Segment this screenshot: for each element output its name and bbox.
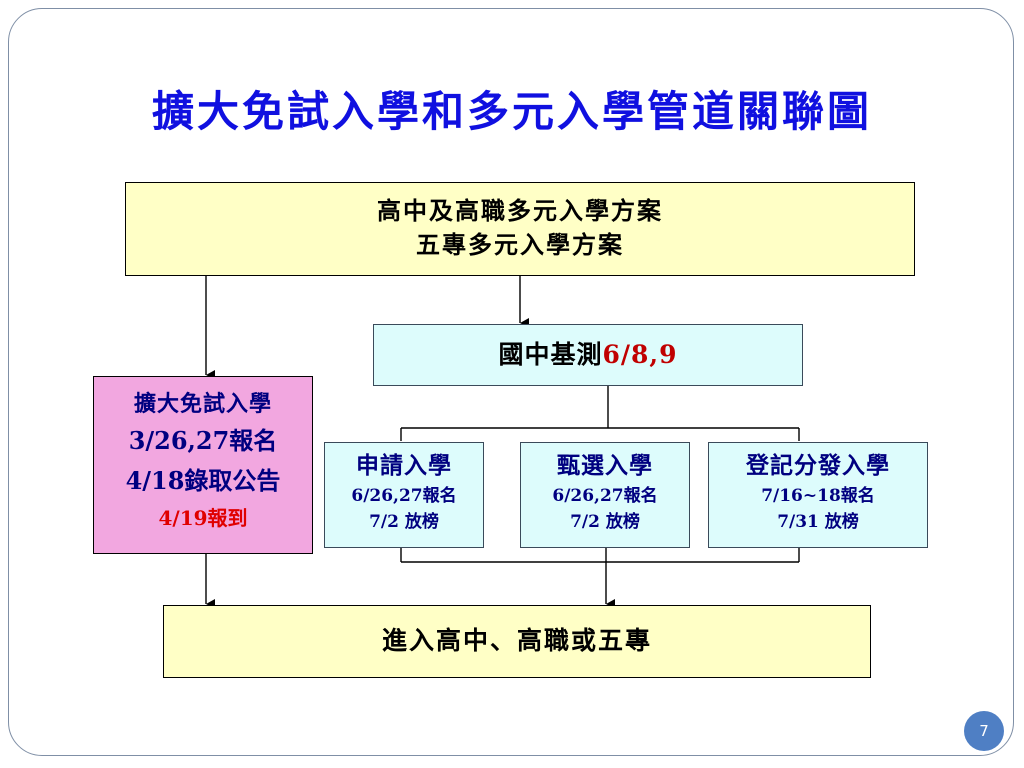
application-register: 6/26,27報名 [351,486,457,506]
free-admission-box: 擴大免試入學 3/26,27報名 4/18錄取公告 4/19報到 [93,376,313,554]
selection-announce: 7/2 放榜 [570,512,640,532]
plan-line-1: 高中及高職多元入學方案 [377,196,663,225]
registration-register: 7/16~18報名 [761,486,875,506]
basic-exam-box: 國中基測6/8,9 [373,324,803,386]
free-admission-report: 4/19報到 [158,506,248,530]
multi-admission-plan-box: 高中及高職多元入學方案 五專多元入學方案 [125,182,915,276]
selection-name: 甄選入學 [557,452,653,479]
application-name: 申請入學 [356,452,452,479]
enter-school-label: 進入高中、高職或五專 [381,626,652,655]
selection-admission-box: 甄選入學 6/26,27報名 7/2 放榜 [520,442,690,548]
registration-announce: 7/31 放榜 [777,512,859,532]
page-number-badge: 7 [964,711,1004,751]
free-admission-announce: 4/18錄取公告 [125,466,281,495]
slide-title: 擴大免試入學和多元入學管道關聯圖 [151,87,872,136]
registration-name: 登記分發入學 [746,452,890,479]
exam-label: 國中基測 [498,340,603,369]
application-announce: 7/2 放榜 [369,512,439,532]
exam-dates: 6/8,9 [602,340,678,369]
registration-distribution-box: 登記分發入學 7/16~18報名 7/31 放榜 [708,442,928,548]
free-admission-name: 擴大免試入學 [133,391,272,417]
free-admission-register: 3/26,27報名 [128,426,278,455]
application-admission-box: 申請入學 6/26,27報名 7/2 放榜 [324,442,484,548]
selection-register: 6/26,27報名 [552,486,658,506]
plan-line-2: 五專多元入學方案 [416,230,624,259]
enter-school-box: 進入高中、高職或五專 [163,605,871,678]
